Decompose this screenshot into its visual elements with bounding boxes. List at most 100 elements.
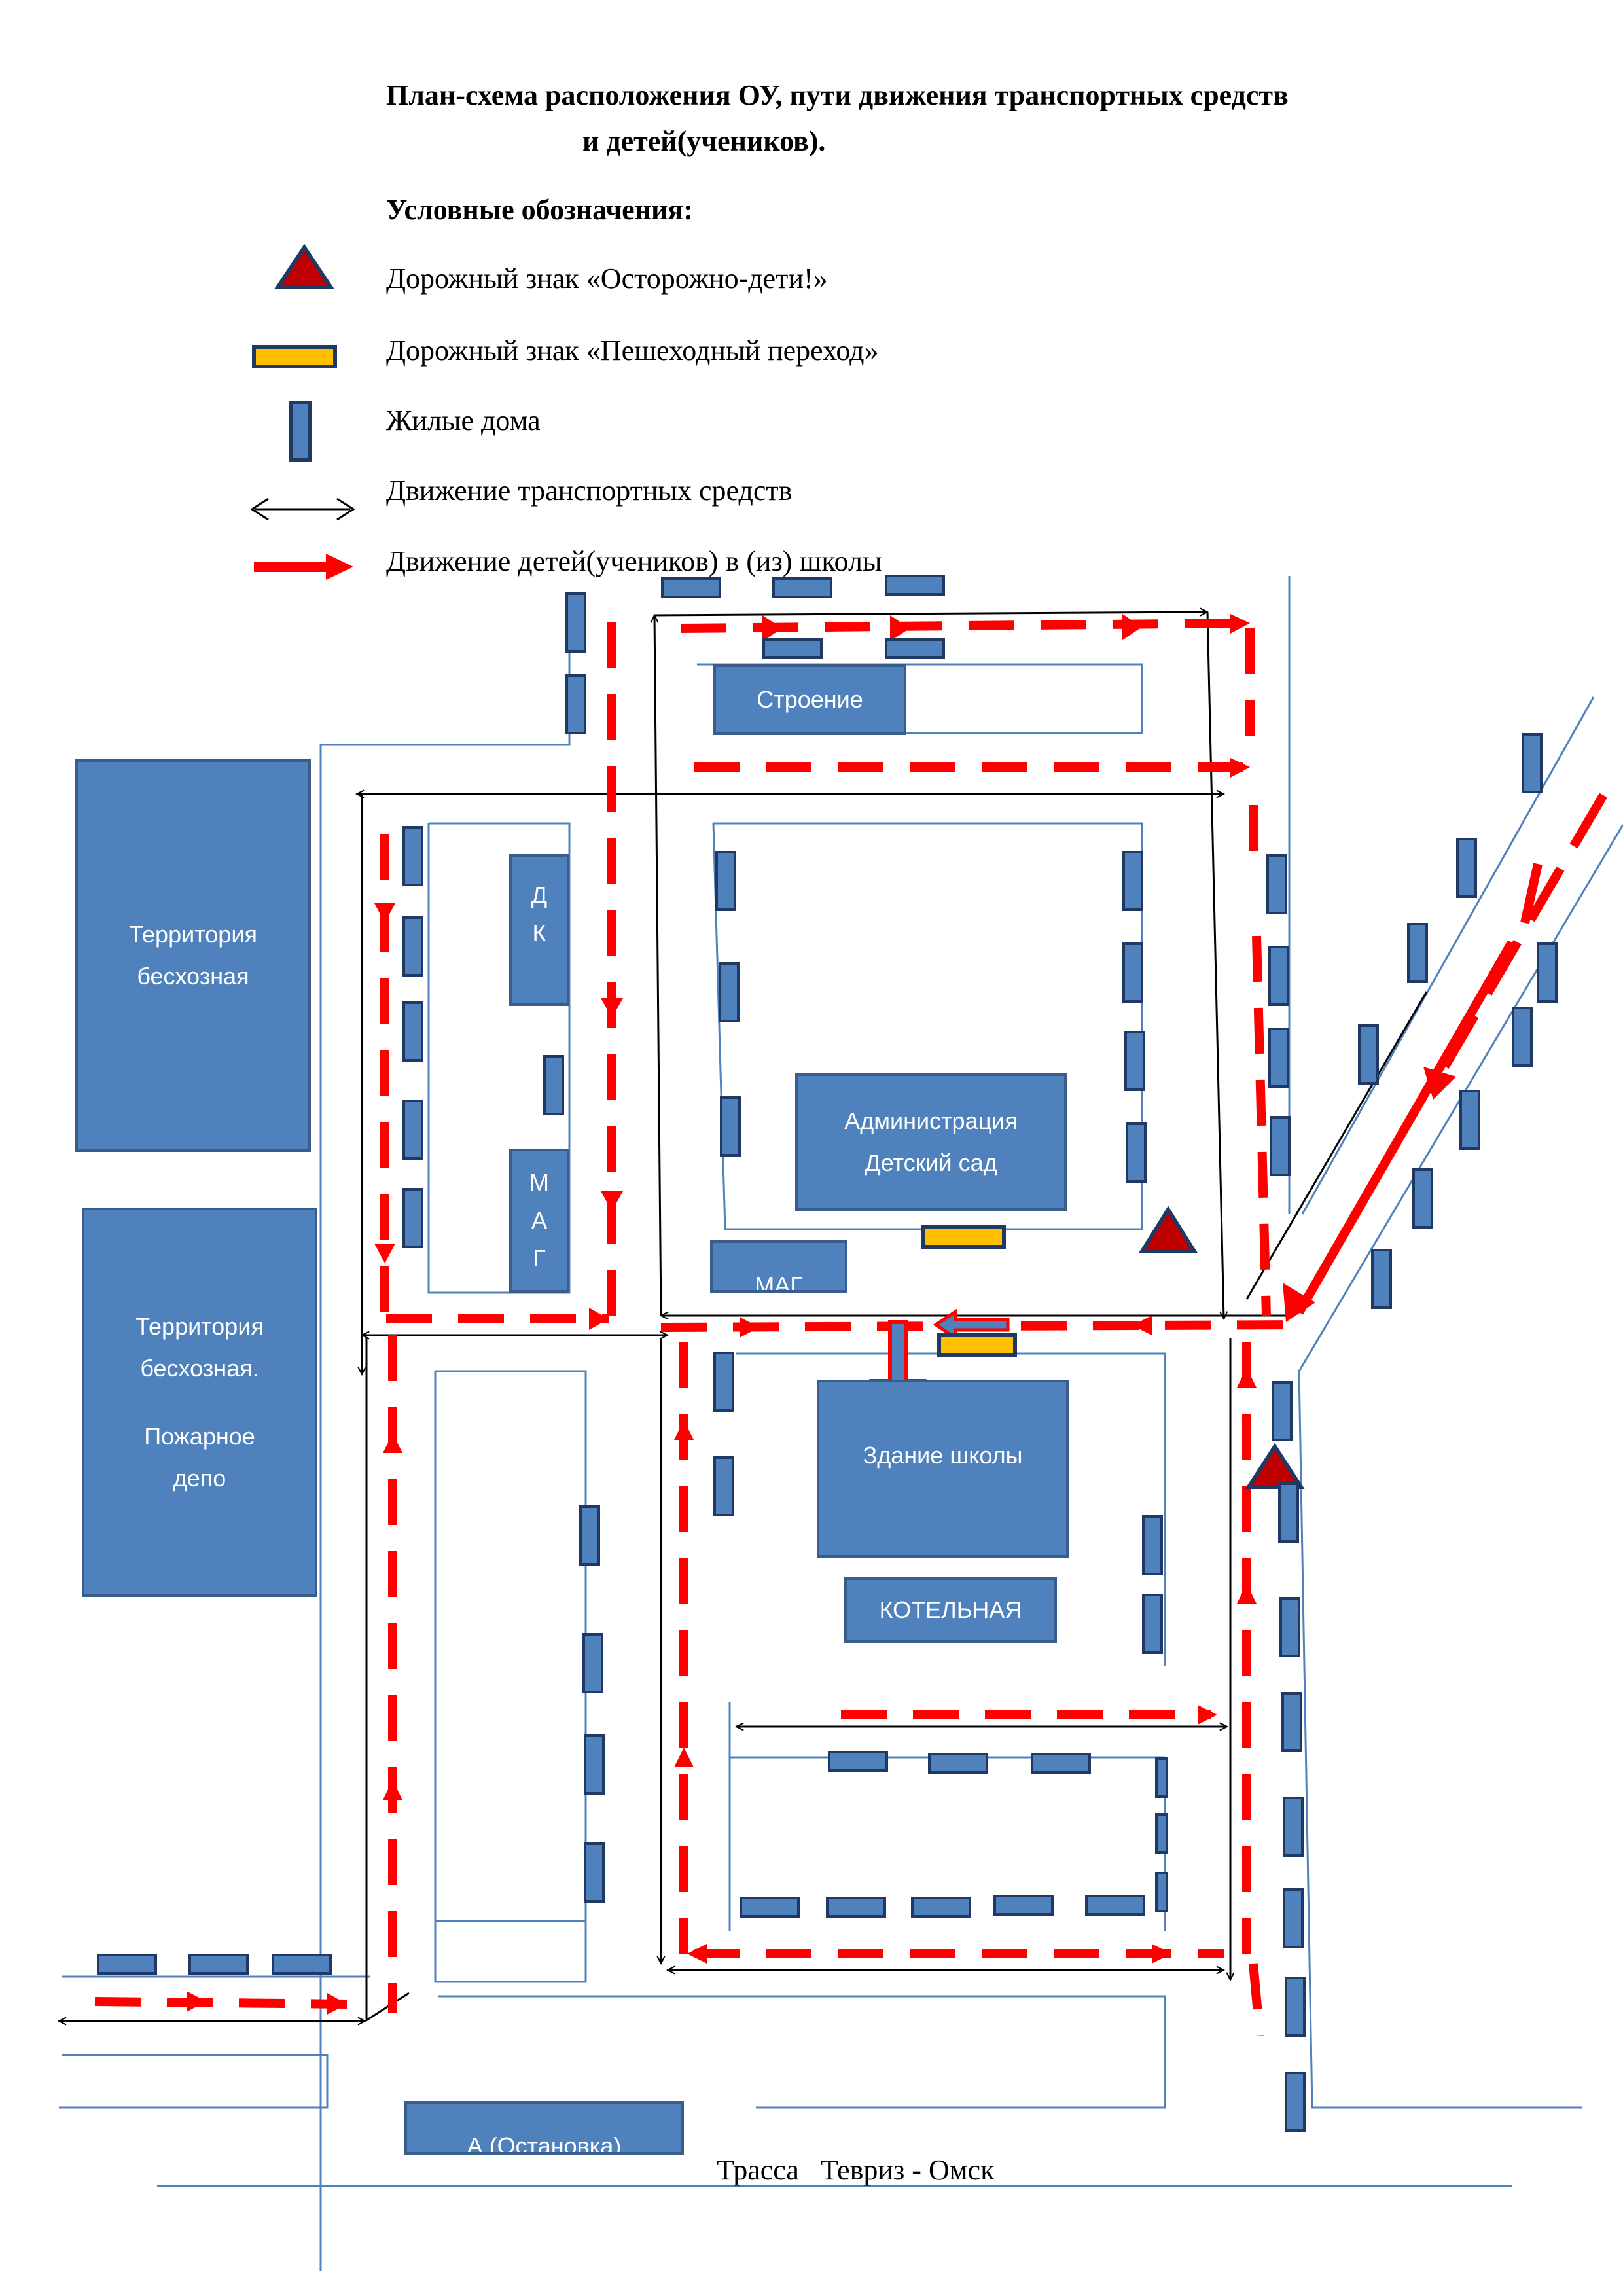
house-icon bbox=[1268, 946, 1289, 1006]
house-icon bbox=[565, 592, 586, 653]
house-icon bbox=[713, 1456, 734, 1516]
house-icon bbox=[1279, 1597, 1300, 1657]
house-icon bbox=[1281, 1692, 1302, 1752]
house-icon bbox=[97, 1954, 157, 1975]
red-arrow-icon bbox=[254, 554, 353, 580]
house-icon bbox=[582, 1633, 603, 1693]
house-icon bbox=[289, 401, 312, 462]
crosswalk-sign-icon bbox=[937, 1333, 1017, 1357]
legend-item-crosswalk: Дорожный знак «Пешеходный переход» bbox=[386, 334, 879, 367]
house-icon bbox=[993, 1895, 1054, 1916]
house-icon bbox=[828, 1751, 888, 1772]
house-icon bbox=[715, 851, 736, 911]
house-icon bbox=[402, 826, 423, 886]
house-icon bbox=[911, 1897, 971, 1918]
house-icon bbox=[1126, 1122, 1147, 1183]
warning-triangle-icon bbox=[1245, 1443, 1305, 1489]
legend-item-warning: Дорожный знак «Осторожно-дети!» bbox=[386, 262, 828, 295]
house-icon bbox=[1142, 1515, 1163, 1575]
house-icon bbox=[584, 1734, 605, 1795]
house-icon bbox=[1459, 1090, 1480, 1150]
house-icon bbox=[740, 1897, 800, 1918]
house-icon bbox=[885, 575, 945, 596]
house-icon bbox=[1270, 1116, 1291, 1176]
house-icon bbox=[1512, 1007, 1533, 1067]
legend-heading: Условные обозначения: bbox=[386, 194, 693, 226]
page-title-line2: и детей(учеников). bbox=[582, 125, 826, 157]
building-school: Здание школы bbox=[817, 1380, 1069, 1558]
diagonal-arrowhead-2 bbox=[1283, 1283, 1315, 1322]
house-icon bbox=[579, 1505, 600, 1566]
house-icon bbox=[402, 916, 423, 977]
house-icon bbox=[719, 962, 740, 1022]
house-icon bbox=[1031, 1753, 1091, 1774]
house-icon bbox=[1537, 942, 1558, 1003]
house-icon bbox=[1285, 2072, 1306, 2132]
territory-1: Территория бесхозная bbox=[75, 759, 311, 1152]
house-icon bbox=[402, 1188, 423, 1248]
house-icon bbox=[272, 1954, 332, 1975]
house-icon bbox=[1155, 1813, 1168, 1854]
house-icon bbox=[402, 1100, 423, 1160]
page-title-line1: План-схема расположения ОУ, пути движени… bbox=[386, 79, 1289, 111]
house-icon bbox=[1122, 942, 1143, 1003]
building-administration: Администрация Детский сад bbox=[795, 1073, 1067, 1211]
building-boiler: КОТЕЛЬНАЯ bbox=[844, 1577, 1057, 1643]
house-icon bbox=[762, 638, 823, 659]
block-outlines bbox=[59, 576, 1623, 2271]
warning-triangle-icon bbox=[274, 243, 334, 289]
double-arrow-icon bbox=[250, 497, 355, 521]
house-icon bbox=[1407, 923, 1428, 983]
legend-item-traffic: Движение транспортных средств bbox=[386, 475, 793, 507]
house-icon bbox=[584, 1842, 605, 1903]
crosswalk-sign-icon bbox=[252, 345, 337, 368]
diagonal-arrowhead-1 bbox=[1423, 1067, 1456, 1100]
house-icon bbox=[826, 1897, 886, 1918]
building-stroenie: Строение bbox=[713, 664, 906, 735]
diagonal-route bbox=[1294, 793, 1608, 1315]
house-icon bbox=[885, 638, 945, 659]
house-icon bbox=[1412, 1168, 1433, 1229]
house-icon bbox=[1122, 851, 1143, 911]
building-dk: Д К bbox=[509, 854, 569, 1006]
house-icon bbox=[543, 1055, 564, 1115]
house-icon bbox=[1283, 1797, 1304, 1857]
crosswalk-sign-icon bbox=[921, 1225, 1006, 1249]
house-icon bbox=[661, 577, 721, 598]
house-icon bbox=[1456, 838, 1477, 898]
house-icon bbox=[1272, 1381, 1293, 1441]
house-icon bbox=[1266, 854, 1287, 914]
bus-stop: А (Остановка) bbox=[404, 2101, 684, 2155]
building-mag: МАГ bbox=[710, 1240, 847, 1293]
legend-item-children: Движение детей(учеников) в (из) школы bbox=[386, 545, 882, 577]
house-icon bbox=[1283, 1888, 1304, 1948]
house-icon bbox=[1155, 1872, 1168, 1912]
territory-2-fire-depot: Территория бесхозная. Пожарное депо bbox=[82, 1208, 317, 1597]
house-icon bbox=[1085, 1895, 1145, 1916]
highway-label: Трасса Тевриз - Омск bbox=[717, 2154, 995, 2186]
house-icon bbox=[1278, 1482, 1299, 1543]
warning-triangle-icon bbox=[1138, 1206, 1198, 1253]
house-icon bbox=[713, 1352, 734, 1412]
house-icon bbox=[1155, 1757, 1168, 1798]
route-arrowheads bbox=[187, 614, 1257, 2015]
house-icon bbox=[1371, 1249, 1392, 1309]
house-icon bbox=[1522, 733, 1543, 793]
house-icon bbox=[188, 1954, 249, 1975]
house-icon bbox=[402, 1001, 423, 1062]
house-icon bbox=[1142, 1594, 1163, 1654]
house-icon bbox=[1285, 1977, 1306, 2037]
house-icon bbox=[1268, 1028, 1289, 1088]
building-mag-vertical: М А Г bbox=[509, 1149, 569, 1293]
legend-item-houses: Жилые дома bbox=[386, 404, 541, 437]
crosswalk-arrow bbox=[933, 1308, 1010, 1341]
house-icon bbox=[772, 577, 832, 598]
house-icon bbox=[928, 1753, 988, 1774]
traffic-lines bbox=[59, 612, 1428, 2021]
house-icon bbox=[1124, 1031, 1145, 1091]
house-icon bbox=[565, 674, 586, 734]
house-icon bbox=[720, 1096, 741, 1157]
house-icon bbox=[1358, 1024, 1379, 1085]
